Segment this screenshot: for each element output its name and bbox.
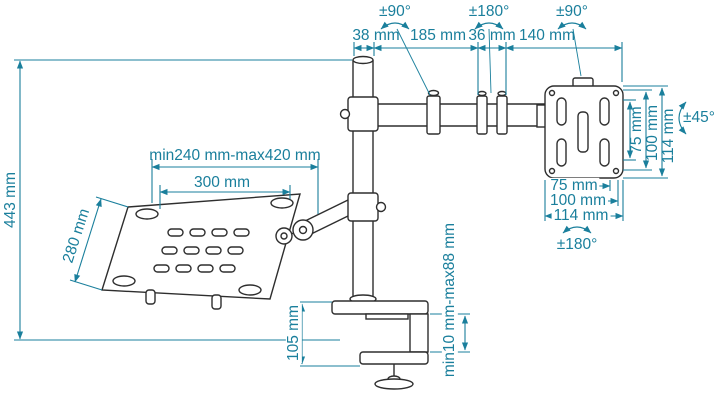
label-vesa-arm-length: 140 mm bbox=[519, 26, 575, 44]
label-vesa-rotation: ±180° bbox=[556, 235, 598, 253]
dimension-lines bbox=[14, 21, 687, 367]
label-tilt-range: ±45° bbox=[683, 108, 715, 126]
label-tray-width: 300 mm bbox=[194, 173, 250, 191]
label-vesa-horizontal-114: 114 mm bbox=[551, 206, 611, 225]
label-clamp-thickness-range: min10 mm-max88 mm bbox=[440, 220, 459, 380]
label-vesa-vertical-100: 100 mm bbox=[643, 105, 661, 161]
label-vesa-vertical-75: 75 mm bbox=[627, 106, 645, 154]
label-joint-width: 36 mm bbox=[468, 26, 516, 44]
label-arm-length: 185 mm bbox=[410, 26, 466, 44]
label-rotation-arm-mid: ±180° bbox=[468, 2, 510, 20]
label-clamp-height: 105 mm bbox=[284, 303, 303, 363]
product-artwork bbox=[101, 55, 624, 390]
label-rotation-vesa-top: ±90° bbox=[556, 2, 588, 20]
label-tray-extension-range: min240 mm-max420 mm bbox=[149, 146, 321, 164]
label-vesa-vertical-114: 114 mm bbox=[659, 108, 677, 164]
label-pole-diameter: 38 mm bbox=[352, 26, 400, 44]
label-rotation-pole-top: ±90° bbox=[379, 2, 411, 20]
label-total-height: 443 mm bbox=[1, 172, 19, 228]
